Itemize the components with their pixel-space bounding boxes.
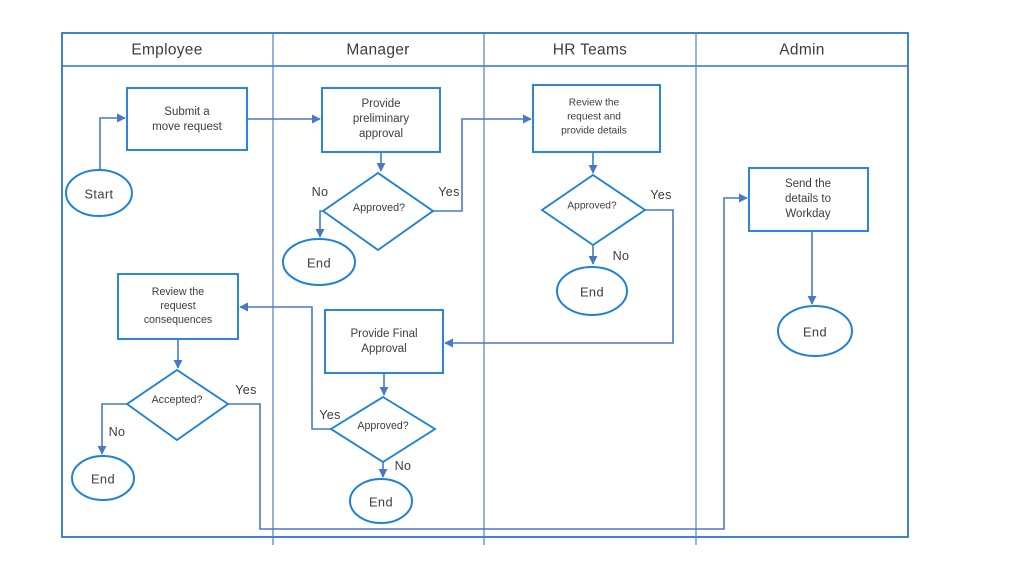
node-preliminary-approval: Provide preliminary approval	[321, 87, 441, 153]
manager-approved-label: Approved?	[353, 202, 405, 214]
edge-manager-approved-no-to-end	[315, 210, 325, 238]
submit-request-shape	[126, 87, 248, 151]
review-consequences-label-line3: consequences	[144, 314, 212, 326]
hr-approved-label: Approved?	[567, 201, 617, 212]
hr-end-label: End	[580, 285, 604, 300]
final-approved-decision-shape	[329, 395, 437, 464]
node-admin-end: End	[777, 305, 853, 357]
edges	[97, 113, 817, 530]
edge-label-yes: Yes	[319, 408, 340, 422]
node-submit-request: Submit a move request	[126, 87, 248, 151]
hr-review-label-line1: Review the	[569, 98, 620, 109]
final-approval-shape	[324, 309, 444, 374]
final-approved-label: Approved?	[357, 420, 408, 432]
review-consequences-label-line1: Review the	[152, 286, 205, 298]
submit-request-label-line2: move request	[152, 121, 222, 133]
edge-final-approved-yes-to-review-consequences	[239, 302, 331, 430]
lane-title-hr-teams: HR Teams	[553, 42, 627, 59]
manager-end-1-shape	[282, 238, 356, 286]
manager-end-2-label: End	[369, 495, 393, 510]
edge-hr-approved-yes-to-final-approval	[444, 209, 674, 348]
node-review-consequences: Review the request consequences	[117, 273, 239, 340]
send-workday-shape	[748, 167, 869, 232]
edge-accepted-yes-to-send-workday	[228, 193, 748, 530]
edge-label-no: No	[613, 249, 630, 263]
node-manager-end-2: End	[349, 478, 413, 524]
edge-accepted-no-to-end	[97, 403, 128, 455]
accepted-decision-shape	[125, 368, 230, 442]
node-employee-end: End	[71, 455, 135, 501]
manager-end-2-shape	[349, 478, 413, 524]
hr-end-shape	[556, 266, 628, 316]
edge-label-no: No	[395, 459, 412, 473]
review-consequences-label-line2: request	[160, 300, 195, 312]
preliminary-approval-label-line1: Provide	[362, 98, 401, 110]
manager-end-1-label: End	[307, 256, 331, 271]
send-workday-label-line2: details to	[785, 193, 831, 205]
node-hr-review: Review the request and provide details	[532, 84, 661, 153]
preliminary-approval-shape	[321, 87, 441, 153]
preliminary-approval-label-line3: approval	[359, 128, 403, 140]
admin-end-label: End	[803, 325, 827, 340]
edge-labels: No Yes Yes No Yes No No Yes	[109, 185, 672, 473]
accepted-label: Accepted?	[151, 394, 202, 406]
nodes: Start Submit a move request Review the r…	[65, 84, 869, 524]
final-approval-label-line2: Approval	[361, 343, 406, 355]
edge-label-yes: Yes	[235, 383, 256, 397]
send-workday-label-line3: Workday	[785, 208, 830, 220]
node-final-approval: Provide Final Approval	[324, 309, 444, 374]
edge-label-no: No	[312, 185, 329, 199]
employee-end-shape	[71, 455, 135, 501]
node-send-workday: Send the details to Workday	[748, 167, 869, 232]
decision-manager-approved: Approved?	[321, 171, 435, 252]
lane-title-admin: Admin	[779, 42, 824, 59]
node-hr-end: End	[556, 266, 628, 316]
node-start: Start	[65, 169, 133, 217]
preliminary-approval-label-line2: preliminary	[353, 113, 409, 125]
lane-title-manager: Manager	[346, 42, 409, 59]
edge-manager-approved-yes-to-hr-review	[433, 114, 532, 212]
edge-start-to-submit	[99, 113, 126, 170]
swimlane-container: Employee Manager HR Teams Admin	[61, 32, 909, 545]
edge-label-yes: Yes	[438, 185, 459, 199]
hr-review-label-line2: request and	[567, 112, 621, 123]
manager-approved-decision-shape	[321, 171, 435, 252]
final-approval-label-line1: Provide Final	[350, 328, 417, 340]
decision-hr-approved: Approved?	[540, 173, 647, 247]
start-terminator-shape	[65, 169, 133, 217]
submit-request-label-line1: Submit a	[164, 106, 210, 118]
edge-label-yes: Yes	[650, 188, 671, 202]
edge-label-no: No	[109, 425, 126, 439]
admin-end-shape	[777, 305, 853, 357]
decision-accepted: Accepted?	[125, 368, 230, 442]
hr-approved-decision-shape	[540, 173, 647, 247]
employee-end-label: End	[91, 472, 115, 487]
hr-review-shape	[532, 84, 661, 153]
review-consequences-shape	[117, 273, 239, 340]
decision-final-approved: Approved?	[329, 395, 437, 464]
node-manager-end-1: End	[282, 238, 356, 286]
hr-review-label-line3: provide details	[561, 126, 627, 137]
swimlane-border	[61, 32, 909, 538]
lane-title-employee: Employee	[131, 42, 202, 59]
start-label: Start	[84, 187, 113, 202]
send-workday-label-line1: Send the	[785, 178, 831, 190]
